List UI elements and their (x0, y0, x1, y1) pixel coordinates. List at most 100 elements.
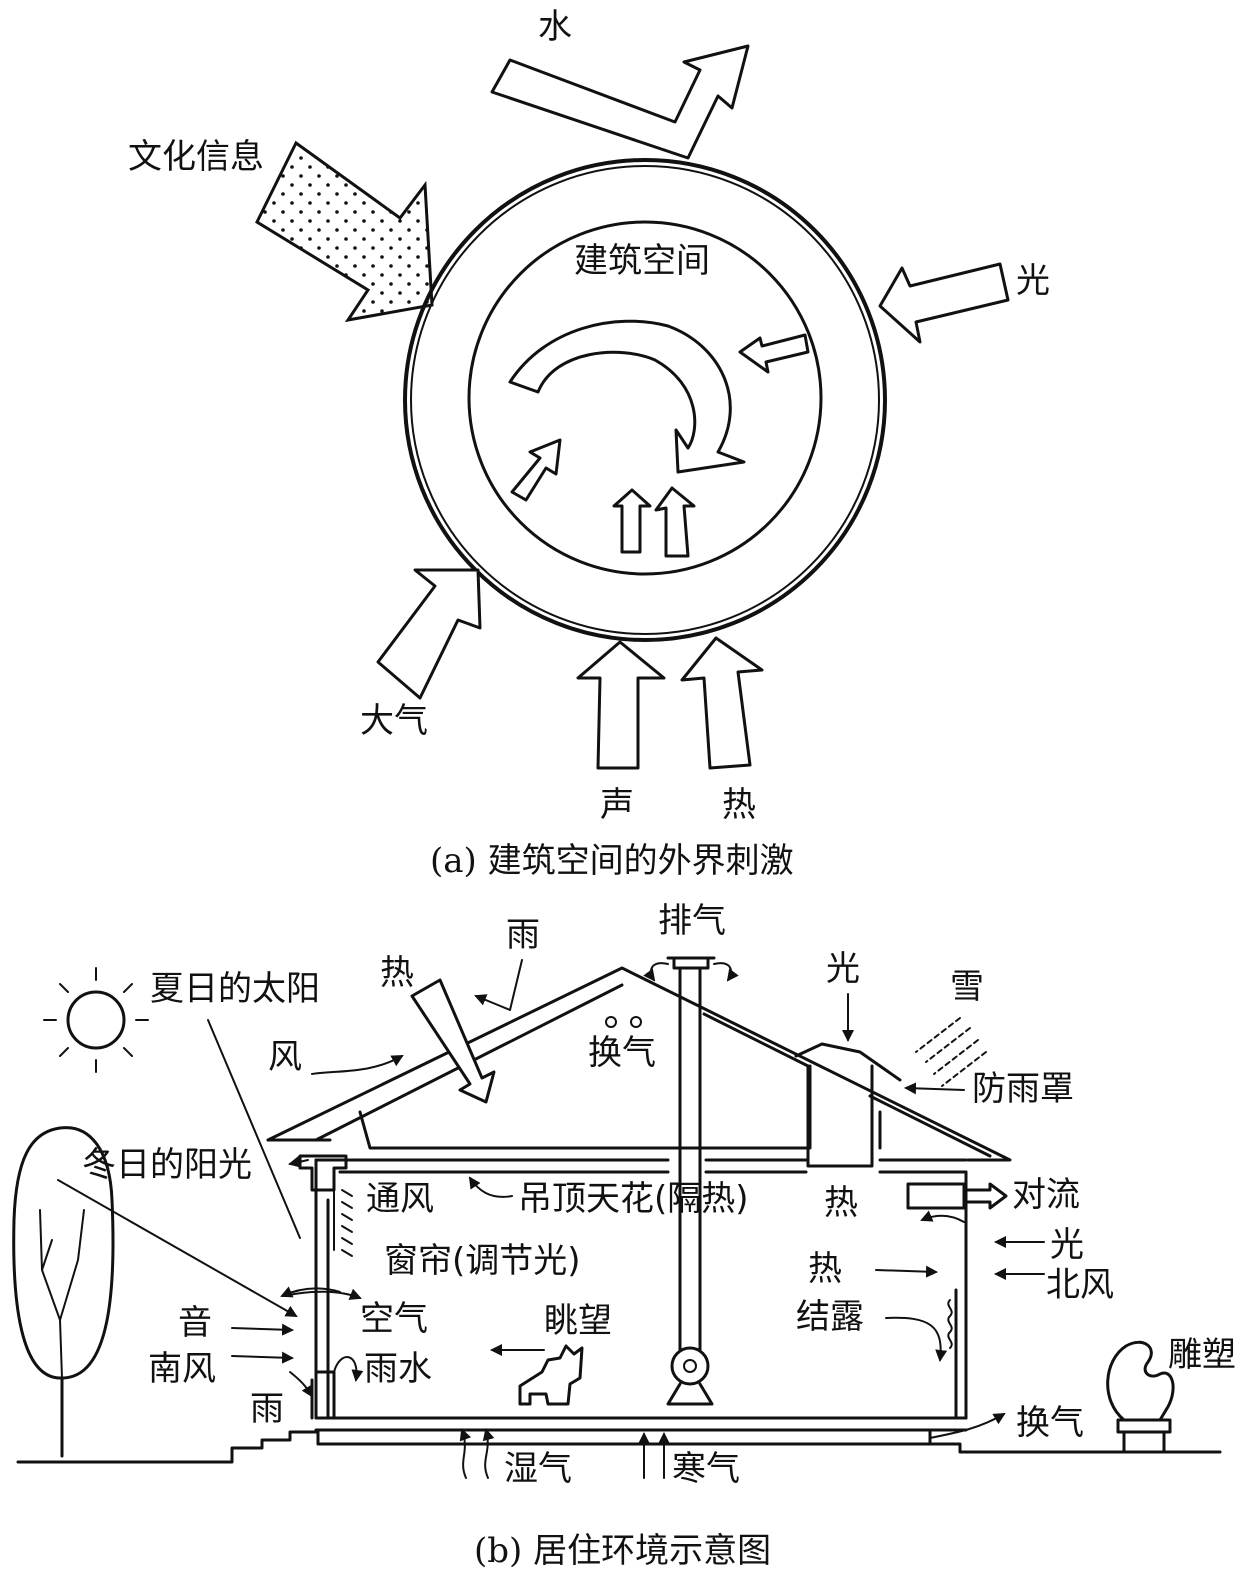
sound-label: 声 (600, 785, 634, 825)
light-arrow (878, 262, 1010, 344)
light-label: 光 (1016, 261, 1050, 301)
airflow-label: 通风 (366, 1179, 434, 1219)
water-arrow (490, 44, 750, 160)
sound-arrow (576, 640, 666, 770)
exhaust-pipe (678, 968, 702, 1352)
exhaust-label: 排气 (658, 901, 726, 941)
rain-cover-arrow (904, 1082, 965, 1095)
small-arrow-lower-left (510, 438, 562, 502)
curtain-icon (333, 1189, 353, 1257)
air-label: 空气 (360, 1299, 428, 1339)
ceiling (314, 1158, 968, 1174)
heat-room-label: 热 (808, 1249, 842, 1289)
gutter-arrow (288, 1155, 309, 1168)
convection-box (906, 1182, 966, 1210)
light-top-label: 光 (826, 949, 860, 989)
water-label: 水 (538, 7, 572, 47)
summer-sun-label: 夏日的太阳 (150, 969, 320, 1009)
sculpture-icon (1106, 1340, 1176, 1454)
double-arrow-left (612, 488, 652, 554)
humidity-label: 湿气 (504, 1449, 572, 1489)
rain-top-label: 雨 (506, 915, 540, 955)
rain-cover-hood (794, 1042, 902, 1082)
roof-outer (266, 966, 1012, 1162)
ventilation-circle-right (630, 1016, 642, 1028)
ventilation-ground-arrow (929, 1412, 1006, 1439)
ventilation-circle-left (605, 1016, 617, 1028)
fan-icon (670, 1346, 710, 1386)
exhaust-arrow-right (713, 962, 739, 982)
heat-room-arrow (875, 1265, 938, 1278)
snow-arrows (915, 1017, 987, 1087)
rainwater-curl (333, 1356, 364, 1382)
attic-interior (358, 1064, 882, 1150)
heat-mid-arrow (920, 1210, 965, 1223)
small-arrow-right (738, 333, 810, 374)
exhaust-cap (666, 956, 716, 970)
ventilation-attic-label: 换气 (588, 1033, 656, 1073)
air-arrow (283, 1288, 362, 1300)
outer-circle (403, 158, 887, 642)
heat-mid-label: 热 (824, 1183, 858, 1223)
heat-arrow (680, 636, 764, 770)
ventilation-ground-label: 换气 (1016, 1403, 1084, 1443)
humidity-arrows-2 (482, 1428, 495, 1479)
floor (314, 1416, 968, 1446)
heat-arrow-top (410, 978, 496, 1104)
sound-b-label: 音 (178, 1303, 212, 1343)
inner-circle (467, 220, 823, 576)
summer-sun-line (207, 1019, 301, 1239)
culture-info-arrow (255, 140, 434, 323)
rain-arrow-roof (474, 959, 523, 1011)
sculpture-label: 雕塑 (1168, 1335, 1236, 1375)
tree (12, 1126, 115, 1458)
rainwater-label: 雨水 (364, 1349, 432, 1389)
condensation-coil (947, 1299, 953, 1349)
roof-inner-right (702, 1012, 992, 1158)
rain-ground-label: 雨 (250, 1389, 284, 1429)
heat-top-label: 热 (380, 953, 414, 993)
culture-info-label: 文化信息 (128, 137, 264, 177)
right-wall (954, 1170, 968, 1420)
condensation-label: 结露 (796, 1297, 864, 1337)
ground-line (16, 1430, 1222, 1464)
air-arrow-back (280, 1286, 341, 1298)
figure-b-caption: (b) 居住环境示意图 (474, 1531, 771, 1571)
north-wind-label: 北风 (1046, 1265, 1114, 1305)
convection-arrow (964, 1182, 1008, 1210)
wind-arrow (311, 1055, 404, 1075)
rain-ground-arrow (289, 1371, 314, 1398)
curtain-label: 窗帘(调节光) (384, 1241, 581, 1281)
ceiling-arrow (468, 1176, 513, 1198)
cold-air-label: 寒气 (672, 1449, 740, 1489)
south-wind-label: 南风 (148, 1349, 216, 1389)
wind-label: 风 (268, 1037, 302, 1077)
snow-label: 雪 (950, 967, 984, 1007)
winter-sun-arrow (57, 1179, 298, 1317)
humidity-arrows (459, 1428, 472, 1479)
exhaust-arrow-left (643, 962, 669, 982)
dog-icon (518, 1344, 584, 1406)
winter-sun-label: 冬日的阳光 (82, 1145, 252, 1185)
outer-circle-inner-line (410, 165, 880, 635)
sound-arrow-b (231, 1323, 294, 1336)
ceiling-label: 吊顶天花(隔热) (518, 1179, 749, 1219)
figure-a: 水 文化信息 建筑空间 光 大气 声 热 (a) 建筑空间的外界刺激 (128, 7, 1050, 881)
heat-label: 热 (722, 785, 756, 825)
atmosphere-label: 大气 (360, 701, 428, 741)
rain-cover-label: 防雨罩 (972, 1069, 1074, 1109)
building-space-label: 建筑空间 (574, 241, 710, 281)
roof-inner-left (266, 983, 624, 1142)
swirl-arrow (508, 319, 746, 474)
south-wind-arrow (231, 1351, 294, 1364)
rain-cover-box (806, 1064, 874, 1168)
double-arrow-right (654, 486, 696, 558)
sun-icon (43, 967, 149, 1073)
figure-a-caption: (a) 建筑空间的外界刺激 (430, 841, 794, 881)
convection-label: 对流 (1012, 1175, 1080, 1215)
atmosphere-arrow (376, 568, 482, 700)
light-side-label: 光 (1050, 1225, 1084, 1265)
condensation-arrow (885, 1316, 948, 1362)
view-label: 眺望 (544, 1301, 612, 1341)
